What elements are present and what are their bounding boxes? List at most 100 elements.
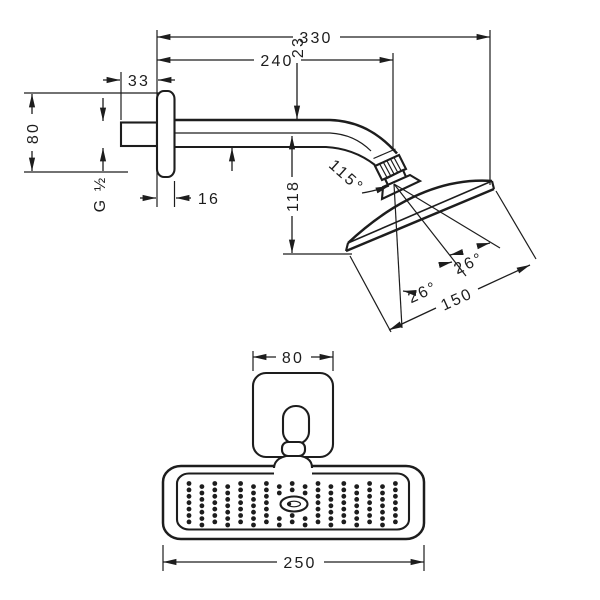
nozzle-dot	[380, 516, 385, 521]
nozzle-dot	[315, 493, 321, 499]
nozzle-dot	[393, 519, 398, 525]
nozzle-dot	[238, 481, 244, 486]
nozzle-dot	[367, 513, 372, 518]
nozzle-dot	[302, 522, 308, 528]
nozzle-dot	[380, 497, 385, 502]
nozzle-dot	[199, 509, 205, 515]
dim-16: 16	[140, 181, 220, 208]
nozzle-dot	[354, 490, 360, 496]
dim-thread: G ½	[92, 98, 109, 212]
nozzle-dot	[238, 506, 244, 512]
nozzle-dot	[186, 500, 192, 506]
nozzle-dot	[276, 522, 282, 528]
nozzle-dot	[393, 506, 398, 512]
nut-knurling	[379, 157, 402, 178]
joint-collar-front	[272, 440, 314, 477]
shower-head-side	[344, 179, 496, 253]
nozzle-dot	[276, 490, 282, 496]
nozzle-dot	[302, 490, 308, 496]
nozzle-dot	[393, 513, 398, 518]
dim-23-label: 23	[290, 36, 307, 58]
side-view: 330 240 33 23 80	[24, 30, 537, 333]
nozzle-dot	[199, 490, 205, 496]
spray-lines	[393, 183, 501, 329]
nozzle-dot	[354, 522, 360, 528]
nozzle-dot	[186, 506, 192, 512]
nozzle-dot	[367, 487, 372, 493]
nozzle-dot	[341, 481, 347, 486]
nozzle-dot	[328, 497, 334, 502]
dim-150: 150	[349, 190, 537, 333]
nozzle-dot	[367, 506, 372, 512]
dim-80-side-label: 80	[25, 122, 42, 144]
nozzle-dot	[289, 487, 295, 493]
dim-16-label: 16	[198, 191, 220, 208]
nozzle-dot	[225, 490, 231, 496]
nozzle-dot	[199, 516, 205, 521]
nozzle-dot	[212, 481, 218, 486]
nozzle-dot	[225, 509, 231, 515]
nozzle-dot	[186, 513, 192, 518]
nozzle-dot	[264, 493, 269, 499]
dim-33-label: 33	[128, 73, 150, 90]
nozzle-dot	[380, 490, 385, 496]
nozzle-dot	[302, 516, 308, 521]
nozzle-dot	[264, 487, 269, 493]
dim-250-label: 250	[283, 555, 316, 572]
dim-80-front-label: 80	[282, 350, 304, 367]
nozzle-dot	[289, 513, 295, 518]
front-view: 80 250	[161, 350, 426, 572]
nozzle-dot	[341, 493, 347, 499]
nozzle-dot	[315, 506, 321, 512]
wall-connector	[119, 121, 159, 148]
nozzle-dot	[380, 484, 385, 489]
nozzle-dot	[186, 481, 192, 486]
ball-joint-cone	[380, 173, 423, 201]
nozzle-field	[186, 481, 398, 528]
nozzle-dot	[354, 497, 360, 502]
brand-logo	[279, 495, 309, 513]
wall-plate-side	[155, 89, 176, 179]
nozzle-dot	[328, 509, 334, 515]
nozzle-dot	[225, 484, 231, 489]
nozzle-dot	[315, 500, 321, 506]
dim-80-front: 80	[252, 350, 334, 371]
nozzle-dot	[238, 513, 244, 518]
nozzle-dot	[341, 506, 347, 512]
nozzle-dot	[199, 503, 205, 509]
nozzle-dot	[225, 522, 231, 528]
dim-23: 23	[228, 36, 307, 171]
nozzle-dot	[212, 519, 218, 525]
nozzle-dot	[393, 481, 398, 486]
nozzle-dot	[264, 481, 269, 486]
nozzle-dot	[354, 516, 360, 521]
nozzle-dot	[238, 519, 244, 525]
nozzle-dot	[251, 497, 256, 502]
nozzle-dot	[380, 503, 385, 509]
nozzle-dot	[393, 500, 398, 506]
nozzle-dot	[328, 522, 334, 528]
arm-front	[281, 404, 311, 446]
nozzle-dot	[238, 493, 244, 499]
nozzle-dot	[328, 484, 334, 489]
nozzle-dot	[341, 513, 347, 518]
dim-150-label: 150	[438, 285, 475, 314]
nozzle-dot	[199, 522, 205, 528]
dim-33: 33	[103, 72, 175, 120]
nozzle-dot	[341, 500, 347, 506]
nozzle-dot	[328, 490, 334, 496]
dim-26-inner-label: 26°	[406, 279, 441, 307]
nozzle-dot	[354, 503, 360, 509]
nozzle-dot	[199, 497, 205, 502]
arm-joint	[373, 153, 423, 201]
dim-250: 250	[162, 545, 425, 572]
nozzle-dot	[225, 503, 231, 509]
nozzle-dot	[264, 519, 269, 525]
nozzle-dot	[367, 493, 372, 499]
nozzle-dot	[238, 487, 244, 493]
nozzle-dot	[367, 519, 372, 525]
nozzle-dot	[251, 509, 256, 515]
nozzle-dot	[186, 519, 192, 525]
nozzle-dot	[289, 519, 295, 525]
